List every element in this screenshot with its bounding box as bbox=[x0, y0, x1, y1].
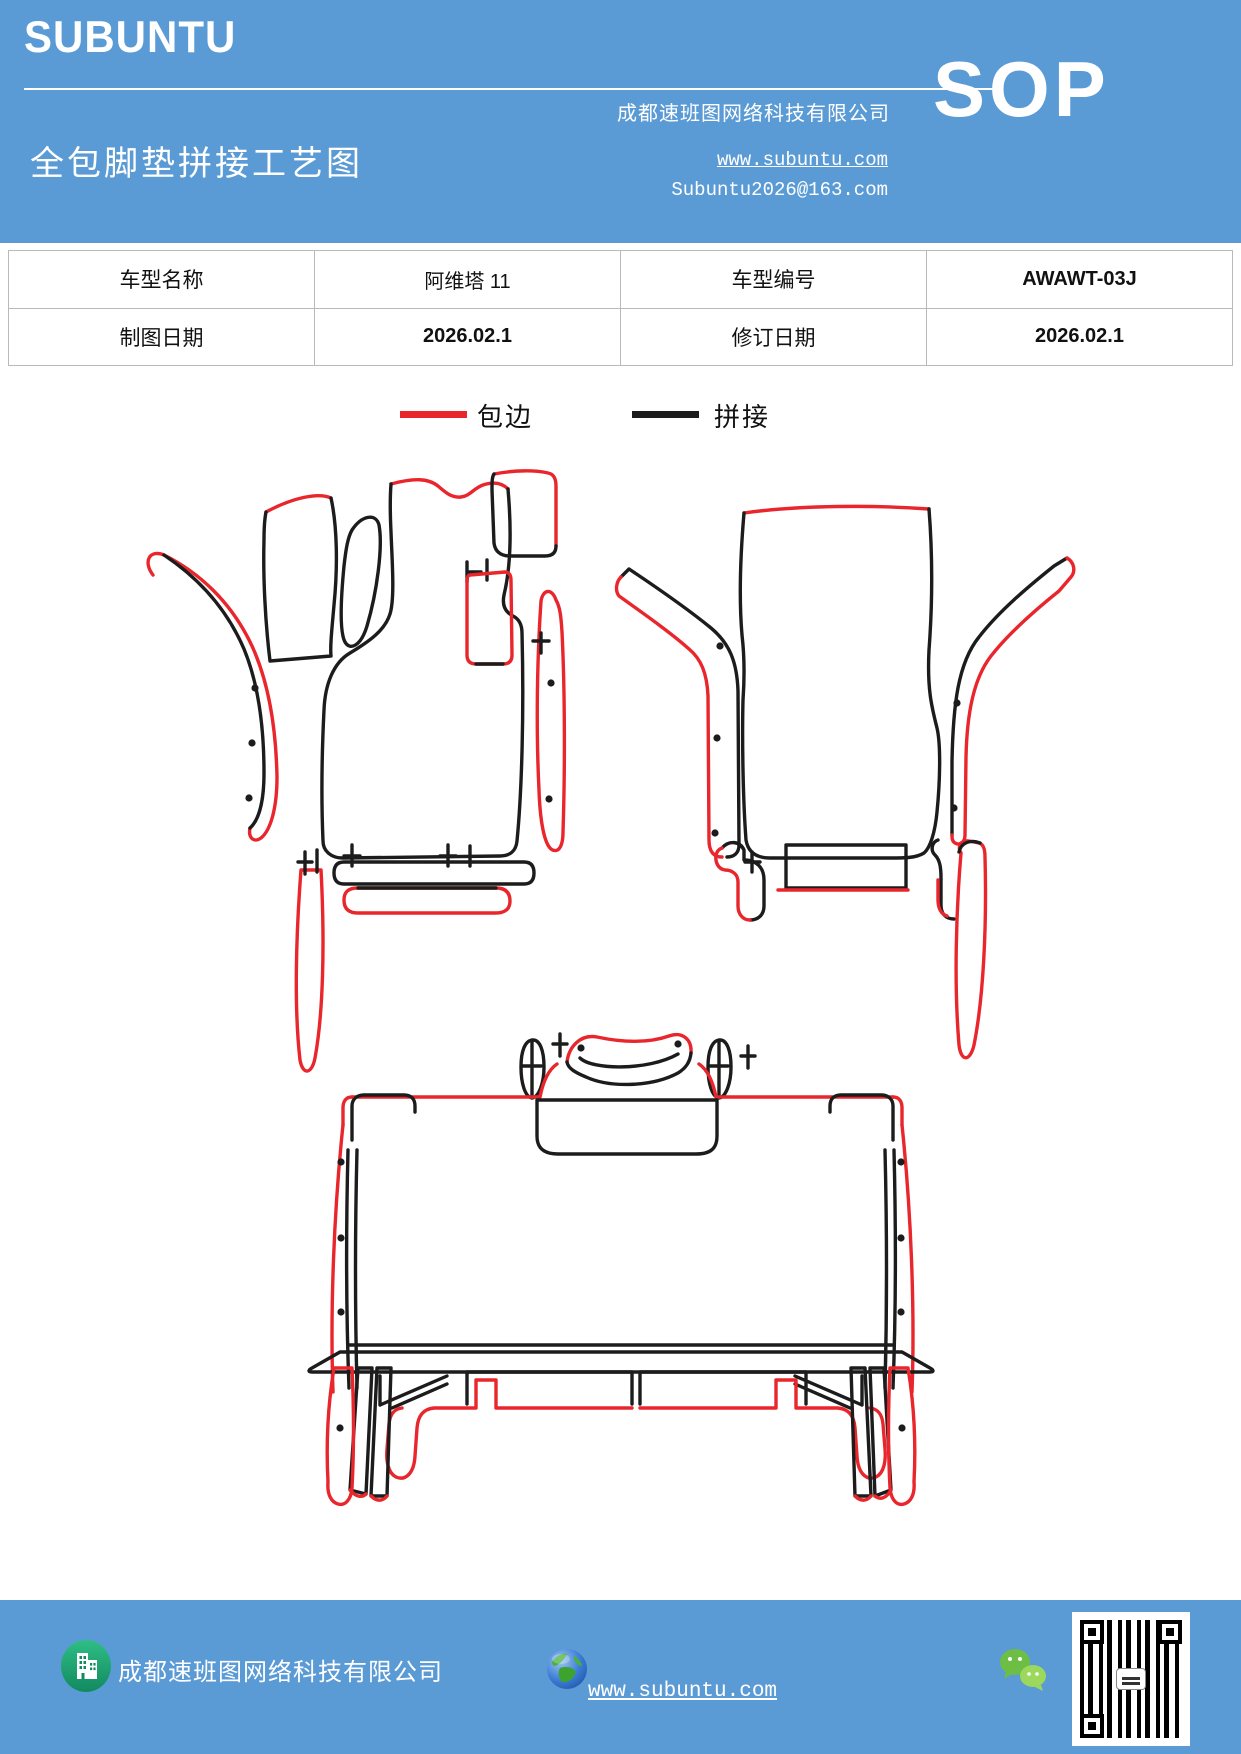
vehicle-info-table: 车型名称 阿维塔 11 车型编号 AWAWT-03J 制图日期 2026.02.… bbox=[8, 250, 1233, 366]
header-email: Subuntu2026@163.com bbox=[671, 179, 888, 201]
qr-pattern bbox=[1080, 1620, 1182, 1738]
front-right-mat-drawing bbox=[531, 504, 1076, 1060]
value-model-code: AWAWT-03J bbox=[927, 251, 1233, 309]
brand-logo: SUBUNTU bbox=[24, 12, 237, 62]
seam-label: 拼接 bbox=[714, 403, 771, 432]
wechat-icon bbox=[1000, 1649, 1046, 1691]
qr-code bbox=[1072, 1612, 1190, 1746]
header-website-link[interactable]: www.subuntu.com bbox=[716, 149, 888, 171]
page-header: SUBUNTU 全包脚垫拼接工艺图 成都速班图网络科技有限公司 SOP www.… bbox=[0, 0, 1241, 243]
edge-binding-swatch bbox=[400, 411, 467, 418]
label-model-code: 车型编号 bbox=[621, 251, 927, 309]
qr-finder-top-right bbox=[1158, 1620, 1182, 1644]
label-revision-date: 修订日期 bbox=[621, 308, 927, 366]
front-left-mat-drawing bbox=[146, 469, 558, 1073]
qr-center-logo bbox=[1116, 1668, 1146, 1690]
globe-icon bbox=[547, 1649, 587, 1689]
footer-website-link[interactable]: www.subuntu.com bbox=[588, 1680, 778, 1703]
qr-finder-top-left bbox=[1080, 1620, 1104, 1644]
page-footer: 成都速班图网络科技有限公司 www.subuntu.com bbox=[0, 1600, 1241, 1754]
sop-badge: SOP bbox=[933, 45, 1110, 133]
value-revision-date: 2026.02.1 bbox=[927, 308, 1233, 366]
label-model-name: 车型名称 bbox=[9, 251, 315, 309]
mat-pattern-drawing bbox=[146, 469, 1076, 1507]
header-company-name: 成都速班图网络科技有限公司 bbox=[617, 103, 890, 125]
seam-swatch bbox=[632, 411, 699, 418]
qr-finder-bottom-left bbox=[1080, 1714, 1104, 1738]
edge-binding-label: 包边 bbox=[477, 403, 534, 432]
value-model-name: 阿维塔 11 bbox=[315, 251, 621, 309]
footer-company-name: 成都速班图网络科技有限公司 bbox=[118, 1660, 443, 1686]
label-drawing-date: 制图日期 bbox=[9, 308, 315, 366]
building-icon bbox=[61, 1640, 111, 1692]
rear-mat-drawing bbox=[307, 1032, 935, 1507]
line-legend: 包边 拼接 bbox=[0, 396, 1241, 436]
value-drawing-date: 2026.02.1 bbox=[315, 308, 621, 366]
header-divider-line bbox=[24, 88, 993, 90]
page-title: 全包脚垫拼接工艺图 bbox=[30, 146, 363, 183]
